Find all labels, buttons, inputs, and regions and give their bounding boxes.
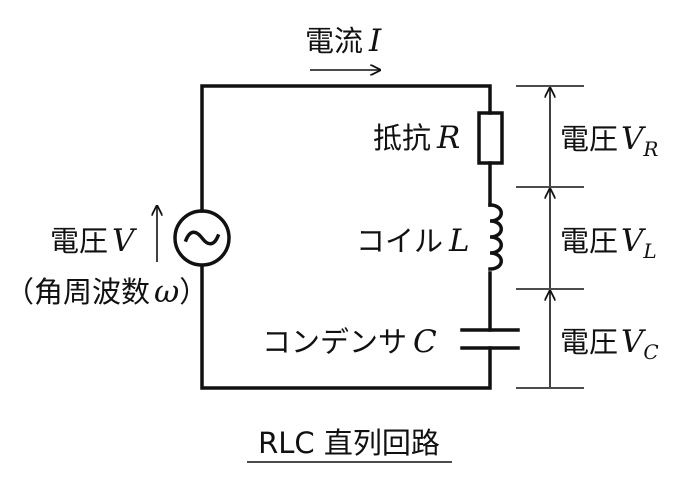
inductor-symbol (488, 203, 503, 271)
voltage-reference-ticks (516, 85, 584, 389)
diagram-caption: RLC 直列回路 (258, 426, 440, 460)
circuit-wire (200, 84, 492, 390)
capacitor-voltage-label: 電圧VC (560, 324, 659, 364)
capacitor-symbol (460, 328, 520, 350)
resistor-symbol (477, 111, 504, 165)
inductor-voltage-label: 電圧VL (560, 223, 657, 263)
resistor-voltage-label: 電圧VR (560, 121, 658, 161)
ac-source-symbol (173, 209, 231, 267)
